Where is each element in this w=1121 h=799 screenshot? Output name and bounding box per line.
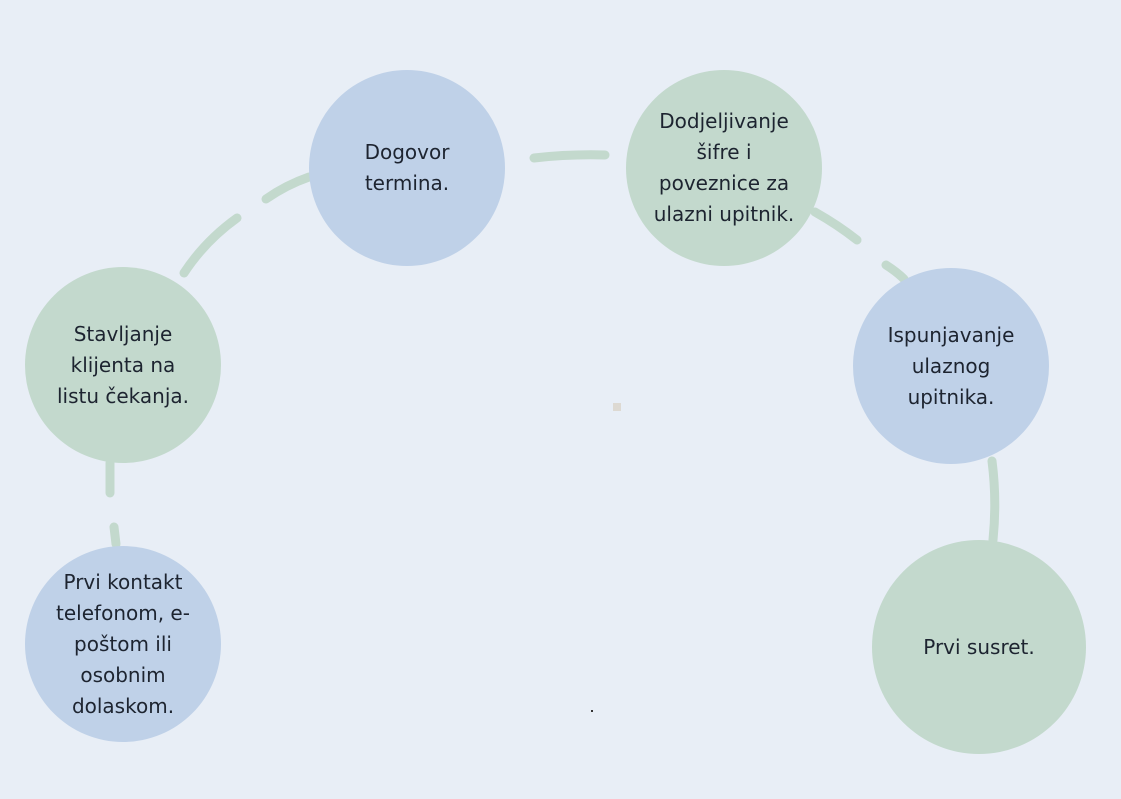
step-ispunjavanje: Ispunjavanje ulaznog upitnika.	[853, 268, 1049, 464]
connector-5-6	[987, 456, 1000, 545]
step-stavljanje-label: Stavljanje klijenta na listu čekanja.	[56, 321, 190, 408]
step-dogovor: Dogovor termina.	[309, 70, 505, 266]
connector-2-3b	[261, 172, 314, 204]
connector-1-2a	[109, 522, 121, 549]
step-ispunjavanje-label: Ispunjavanje ulaznog upitnika.	[887, 322, 1015, 409]
step-dodjeljivanje: Dodjeljivanje šifre i poveznice za ulazn…	[626, 70, 822, 266]
connector-3-4	[529, 150, 610, 163]
step-prvi-susret-label: Prvi susret.	[923, 634, 1035, 659]
decorative-speck	[613, 403, 621, 411]
step-dodjeljivanje-label: Dodjeljivanje šifre i poveznice za ulazn…	[653, 109, 795, 226]
connector-4-5b	[881, 260, 909, 284]
step-stavljanje: Stavljanje klijenta na listu čekanja.	[25, 267, 221, 463]
step-dogovor-label: Dogovor termina.	[364, 140, 450, 195]
step-prvi-kontakt: Prvi kontakt telefonom, e- poštom ili os…	[25, 546, 221, 742]
step-prvi-kontakt-label: Prvi kontakt telefonom, e- poštom ili os…	[56, 569, 190, 718]
step-prvi-susret: Prvi susret.	[872, 540, 1086, 754]
connector-4-5a	[810, 207, 862, 245]
decorative-dot	[591, 710, 593, 712]
connector-2-3a	[179, 213, 242, 278]
